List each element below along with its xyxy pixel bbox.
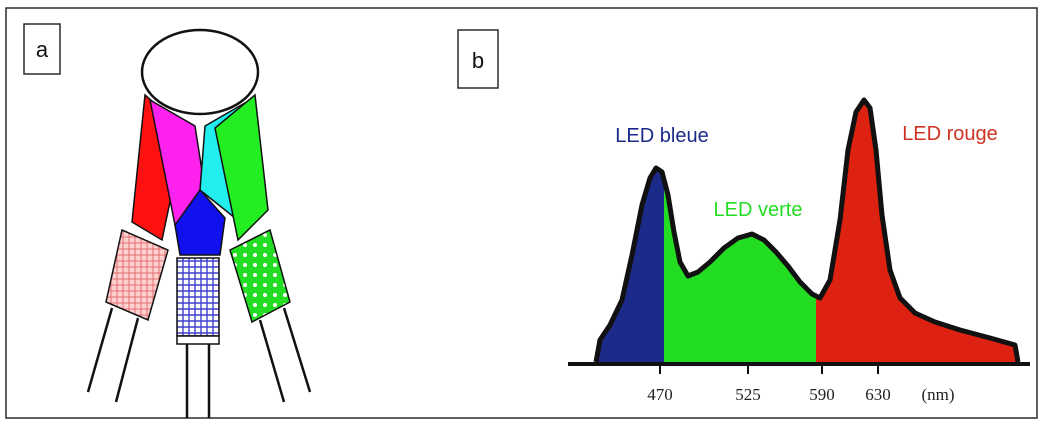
axis-unit: (nm) [921, 385, 954, 404]
panel-b: b 470 525 590 630 (nm) LED bleue LED ver… [457, 29, 1030, 404]
green-led-lead-2 [282, 307, 312, 393]
red-led-lead-1 [86, 307, 114, 393]
red-led-body [105, 228, 169, 322]
panel-b-label-box [457, 29, 499, 89]
tick-label-470: 470 [647, 385, 673, 404]
blue-led-base [176, 335, 220, 345]
blue-led-body [176, 257, 220, 337]
green-led-lead-1 [258, 319, 286, 403]
panel-b-label: b [472, 48, 484, 73]
spectrum-outline [593, 97, 1021, 363]
tick-label-525: 525 [735, 385, 761, 404]
led-green-label: LED verte [714, 199, 803, 221]
figure-frame [5, 7, 1038, 419]
tick-label-630: 630 [865, 385, 891, 404]
green-spectrum-area [664, 179, 820, 364]
rgb-led-diagram [86, 28, 312, 418]
panel-a-label-box [23, 23, 61, 75]
led-spectrum: 470 525 590 630 (nm) LED bleue LED verte… [568, 97, 1030, 404]
tick-label-590: 590 [809, 385, 835, 404]
blue-beam [174, 188, 226, 256]
panel-a-label: a [36, 37, 49, 62]
led-red-label: LED rouge [902, 123, 998, 145]
red-spectrum-area [816, 100, 1018, 364]
red-led-lead-2 [114, 317, 140, 403]
blue-spectrum-area [596, 168, 670, 364]
led-blue-label: LED bleue [615, 125, 708, 147]
green-beam [214, 93, 269, 242]
green-led-body [229, 228, 291, 324]
led-lens [140, 28, 260, 116]
panel-a: a [23, 23, 312, 418]
